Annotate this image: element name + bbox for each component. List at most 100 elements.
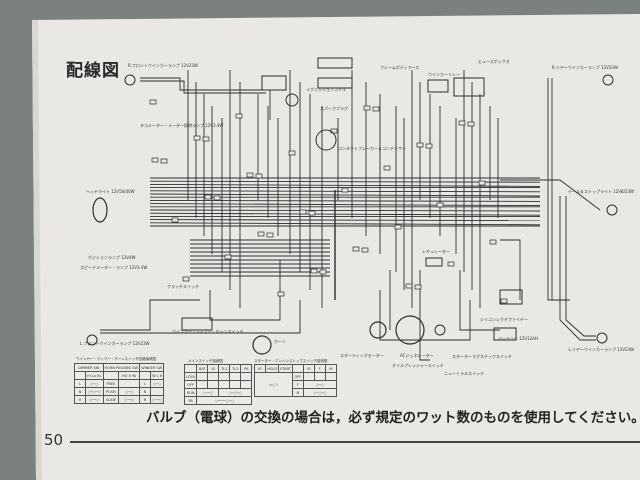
- rectifier-icon: [499, 289, 523, 305]
- connector: [213, 195, 221, 201]
- headlight-icon: [92, 197, 108, 223]
- wire-rectifier: [500, 239, 521, 300]
- wire-tail: [500, 179, 601, 211]
- connector: [310, 268, 318, 274]
- connector: [372, 106, 380, 112]
- tail-light-icon: [606, 204, 618, 216]
- label-headlight: ヘッドライト 12V50/40W: [86, 189, 135, 194]
- connector: [149, 99, 157, 105]
- label-fuse-box: ヒューズボックス: [478, 59, 510, 64]
- label-ignition-coil: イグニッションコイル: [306, 87, 346, 92]
- connector: [447, 261, 455, 267]
- front-right-winker-lamp-icon: [124, 74, 136, 86]
- connector: [363, 105, 371, 111]
- label-winker-dimmer-switch: ウインカー・ディマー・ホーンスイッチ: [172, 329, 244, 334]
- connector: [478, 180, 486, 186]
- spark-plug-icon: [285, 93, 299, 107]
- rear-right-winker-lamp-icon: [602, 74, 614, 86]
- label-battery: バッテリー 12V12AH: [498, 336, 538, 341]
- wire-harness: [149, 219, 541, 222]
- label-r-front-winker: R.フロントウインカーランプ 12V23W: [128, 63, 198, 68]
- connector: [394, 224, 402, 230]
- neutral-switch-icon: [434, 324, 446, 336]
- front-left-winker-lamp-icon: [86, 334, 98, 346]
- connector: [193, 135, 201, 141]
- connector: [202, 136, 210, 142]
- wire-harness: [149, 180, 541, 183]
- winker-dimmer-switch-icon: [181, 317, 213, 331]
- label-starter-magnetic-switch: スターターマグネチックスイッチ: [452, 354, 512, 359]
- label-rectifier: シリコンレクチファイヤー: [480, 317, 528, 322]
- wire: [419, 270, 430, 361]
- bulb-replacement-notice: バルブ（電球）の交換の場合は，必ず規定のワット数のものを使用してください。: [146, 410, 640, 426]
- connector: [416, 142, 424, 148]
- handle-switch-caption: ウインカー・ディマー・ホーンスイッチ回路接続図: [76, 357, 157, 361]
- label-horn: ホーン: [274, 339, 286, 344]
- rear-left-winker-lamp-icon: [596, 332, 608, 344]
- contact-breaker-icon: [315, 129, 337, 151]
- page-title: 配線図: [66, 61, 120, 81]
- connector: [182, 276, 190, 282]
- connector: [299, 209, 307, 215]
- connector: [171, 217, 179, 223]
- page-number: 50: [44, 431, 64, 449]
- connector: [405, 283, 413, 289]
- wire-generator: [379, 290, 471, 341]
- connector: [383, 165, 391, 171]
- label-ac-generator: ACジェネレーター: [400, 353, 434, 358]
- label-contact-breaker: コンタクトブレーカー＆コンデンサー: [338, 146, 406, 151]
- ac-generator-icon: [395, 315, 425, 345]
- winker-relay-icon: [427, 79, 449, 93]
- ignition-coil-icon: [317, 57, 353, 69]
- connector: [500, 298, 508, 304]
- connector: [308, 210, 316, 216]
- connector: [277, 291, 285, 297]
- label-regulator: レギュレーター: [422, 249, 450, 254]
- wire-harness: [149, 209, 541, 212]
- connector: [458, 120, 466, 126]
- connector: [224, 254, 232, 260]
- wire-harness: [149, 203, 541, 207]
- wire: [459, 270, 500, 331]
- label-r-rear-winker: R.リヤーウインカーランプ 12V23W: [552, 65, 618, 70]
- connector: [151, 157, 159, 163]
- starting-motor-icon: [369, 321, 387, 339]
- wire-harness: [149, 199, 541, 202]
- label-speedometer-lamp: スピードメーター・ランプ 12V3.4W: [80, 265, 148, 270]
- connector: [255, 173, 263, 179]
- connector: [341, 187, 349, 193]
- wire-rear-left: [559, 196, 596, 341]
- connector: [288, 150, 296, 156]
- connector: [235, 113, 243, 119]
- connector: [257, 231, 265, 237]
- wire-front-right-winker: [140, 77, 271, 120]
- wire-harness: [149, 193, 541, 197]
- wire-front-left-winker: [100, 299, 200, 331]
- connector: [319, 269, 327, 275]
- main-switch-caption: メインスイッチ接続図: [188, 359, 223, 363]
- fuse-box-icon: [453, 77, 485, 97]
- label-l-front-winker: L.フロントウインカーランプ 12V23W: [80, 341, 150, 346]
- wire-front-left-winker: [100, 300, 301, 334]
- main-switch-icon: [261, 75, 287, 91]
- label-clutch-switch: クラッチスイッチ: [167, 284, 199, 289]
- connector: [436, 202, 444, 208]
- wire-harness: [149, 212, 541, 216]
- connector: [266, 232, 274, 238]
- connector: [204, 194, 212, 200]
- label-tail-stop-light: テール＆ストップライト 12V8/23W: [567, 189, 634, 194]
- label-winker-relay: ウインカーリレー: [428, 72, 460, 77]
- label-l-rear-winker: L.リヤーウインカーランプ 12V23W: [568, 347, 634, 352]
- label-position-lamp: ポジションランプ 12V4W: [88, 255, 136, 260]
- wire: [209, 260, 281, 321]
- label-frame-body-earth: フレームボディアース: [380, 65, 420, 70]
- label-neutral-switch: ニュートラルスイッチ: [444, 371, 484, 376]
- label-oil-pressure-switch: オイルプレッシャースイッチ: [392, 363, 444, 368]
- wire-rear-left: [565, 196, 596, 337]
- connector: [361, 247, 369, 253]
- connector: [352, 246, 360, 252]
- connector: [489, 239, 497, 245]
